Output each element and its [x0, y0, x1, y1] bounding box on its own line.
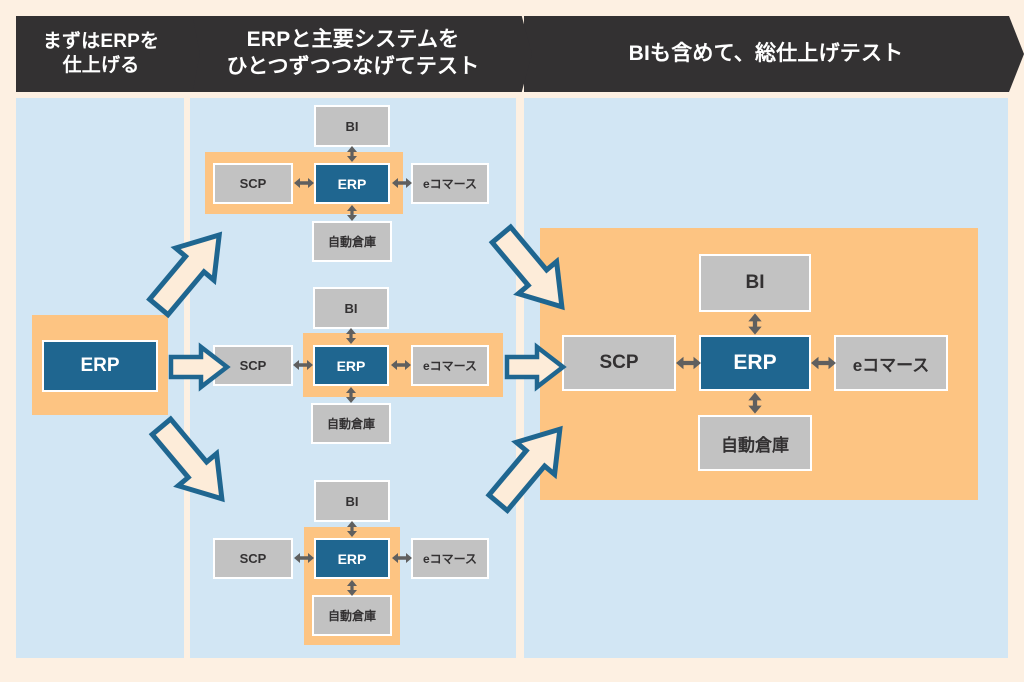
group-1-ecommerce-node[interactable]: eコマース [411, 163, 489, 204]
group-2-connector-scp-erp [292, 358, 313, 372]
phase-3-scp-node[interactable]: SCP [562, 335, 676, 391]
phase-2-header-line1: ERPと主要システムを [246, 28, 460, 52]
group-3-connector-bi-erp [344, 521, 360, 537]
phase-2-header: ERPと主要システムを ひとつずつつなげてテスト [190, 16, 532, 92]
group-3-warehouse-node[interactable]: 自動倉庫 [312, 595, 392, 636]
group-1-connector-erp-warehouse [344, 204, 360, 221]
phase-3-erp-node[interactable]: ERP [699, 335, 811, 391]
group-2-scp-node[interactable]: SCP [213, 345, 293, 386]
group-3-bi-node[interactable]: BI [314, 480, 390, 522]
phase-3-ecommerce-node[interactable]: eコマース [834, 335, 948, 391]
phase-3-header-line1: BIも含めて、総仕上げテスト [628, 41, 904, 65]
group-3-connector-erp-ecommerce [391, 551, 412, 565]
phase-3-connector-scp-erp [675, 352, 701, 374]
arrow-phase1-to-group3 [146, 408, 236, 516]
group-2-connector-erp-ecommerce [390, 358, 411, 372]
group-1-erp-node[interactable]: ERP [314, 163, 390, 204]
group-3-scp-node[interactable]: SCP [213, 538, 293, 579]
arrow-phase1-to-group1 [146, 218, 232, 324]
group-3-erp-node[interactable]: ERP [314, 538, 390, 579]
group-2-connector-bi-erp [343, 328, 359, 344]
group-1-scp-node[interactable]: SCP [213, 163, 293, 204]
arrow-group2-to-phase3 [504, 342, 567, 392]
group-1-connector-erp-ecommerce [391, 176, 412, 190]
group-3-connector-erp-warehouse [344, 579, 360, 596]
arrow-group1-to-phase3 [486, 216, 576, 324]
group-3-ecommerce-node[interactable]: eコマース [411, 538, 489, 579]
phase-1-header-line1: まずはERPを [42, 30, 160, 52]
phase-3-connector-erp-ecommerce [810, 352, 836, 374]
group-2-ecommerce-node[interactable]: eコマース [411, 345, 489, 386]
arrow-phase1-to-group2 [168, 342, 231, 392]
group-1-connector-scp-erp [293, 176, 314, 190]
phase-1-erp-node[interactable]: ERP [42, 340, 158, 392]
group-2-connector-erp-warehouse [343, 386, 359, 403]
phase-1-header: まずはERPを 仕上げる [16, 16, 200, 92]
phase-3-warehouse-node[interactable]: 自動倉庫 [698, 415, 812, 471]
group-2-warehouse-node[interactable]: 自動倉庫 [311, 403, 391, 444]
phase-3-bi-node[interactable]: BI [699, 254, 811, 312]
group-3-connector-scp-erp [293, 551, 314, 565]
group-1-warehouse-node[interactable]: 自動倉庫 [312, 221, 392, 262]
group-1-bi-node[interactable]: BI [314, 105, 390, 147]
group-2-bi-node[interactable]: BI [313, 287, 389, 329]
group-2-erp-node[interactable]: ERP [313, 345, 389, 386]
arrow-group3-to-phase3 [485, 412, 572, 520]
phase-2-header-line2: ひとつずつつなげてテスト [226, 55, 480, 78]
phase-3-header: BIも含めて、総仕上げテスト [524, 16, 1024, 92]
phase-3-connector-bi-erp [746, 311, 764, 336]
group-1-connector-bi-erp [344, 146, 360, 162]
phase-1-header-line2: 仕上げる [62, 55, 140, 76]
phase-3-connector-erp-warehouse [746, 390, 764, 416]
